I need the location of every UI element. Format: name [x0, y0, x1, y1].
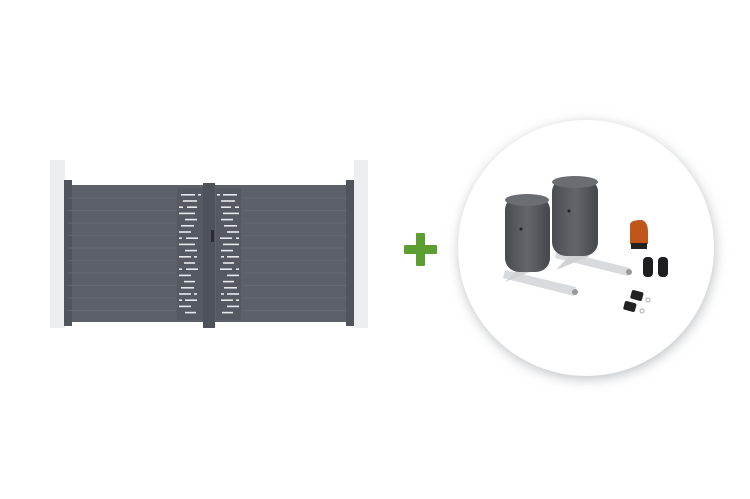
gate-perforation [224, 225, 237, 227]
gate-perforation [221, 206, 231, 208]
gate-perforation [227, 305, 239, 308]
gate-perforation [221, 299, 233, 301]
gate-perforation [186, 237, 198, 239]
gate-perforation [220, 237, 232, 239]
gate-perforation [223, 212, 239, 215]
gate-perforation [224, 287, 237, 289]
gate-perforation [185, 311, 196, 314]
gate-perforation [179, 305, 191, 308]
gate-perforation [221, 256, 224, 258]
gate-perforation [235, 206, 239, 208]
gate-perforation [222, 311, 233, 314]
gate-perforation [223, 262, 234, 264]
gate-perforation [217, 194, 220, 196]
gate-perforation [227, 274, 239, 277]
gate-perforation [185, 218, 197, 221]
gate-perforation [223, 194, 237, 196]
gate-perforation [179, 206, 183, 208]
gate-handle [211, 230, 214, 242]
gate-perforation [179, 212, 195, 215]
gate-perforation [179, 256, 191, 258]
motor-kit-image [458, 120, 715, 379]
gate-perforation [185, 249, 197, 252]
gate-perforation [187, 206, 197, 208]
gate-perforation [179, 231, 191, 233]
gate-perforation [179, 299, 182, 301]
gate-perforation [221, 218, 233, 221]
gate-perforation [186, 268, 198, 270]
gate-perforation [221, 249, 233, 252]
gate-perforation [179, 243, 195, 246]
gate-perforation [227, 293, 239, 295]
gate-perforation [220, 268, 232, 270]
gate-perforation [227, 256, 239, 258]
gate-image [50, 160, 368, 328]
gate-perforation [194, 293, 197, 295]
gate-perforation [236, 268, 239, 270]
gate-perforation [179, 274, 191, 277]
gate-perforation [179, 237, 182, 239]
gate-perforation [183, 200, 197, 202]
right-post [354, 160, 368, 328]
gate-perforation [236, 299, 239, 301]
gate-perforation [194, 256, 197, 258]
gate-perforation [223, 243, 239, 246]
gate-perforation [179, 293, 191, 295]
gate-perforation [236, 237, 239, 239]
gate-perforation [198, 194, 201, 196]
gate-perforation [227, 231, 239, 233]
gate-perforation [223, 280, 234, 283]
gate-perforation [181, 194, 195, 196]
gate-perforation [181, 287, 194, 289]
gate-perforation [221, 200, 235, 202]
center-post [203, 183, 215, 328]
left-post [50, 160, 65, 328]
plus-icon [404, 233, 437, 266]
gate-perforation [184, 280, 195, 283]
gate-perforation [184, 262, 195, 264]
gate-perforation [181, 225, 194, 227]
gate-perforation [179, 268, 182, 270]
gate-perforation [221, 293, 224, 295]
gate-perforation [185, 299, 197, 301]
